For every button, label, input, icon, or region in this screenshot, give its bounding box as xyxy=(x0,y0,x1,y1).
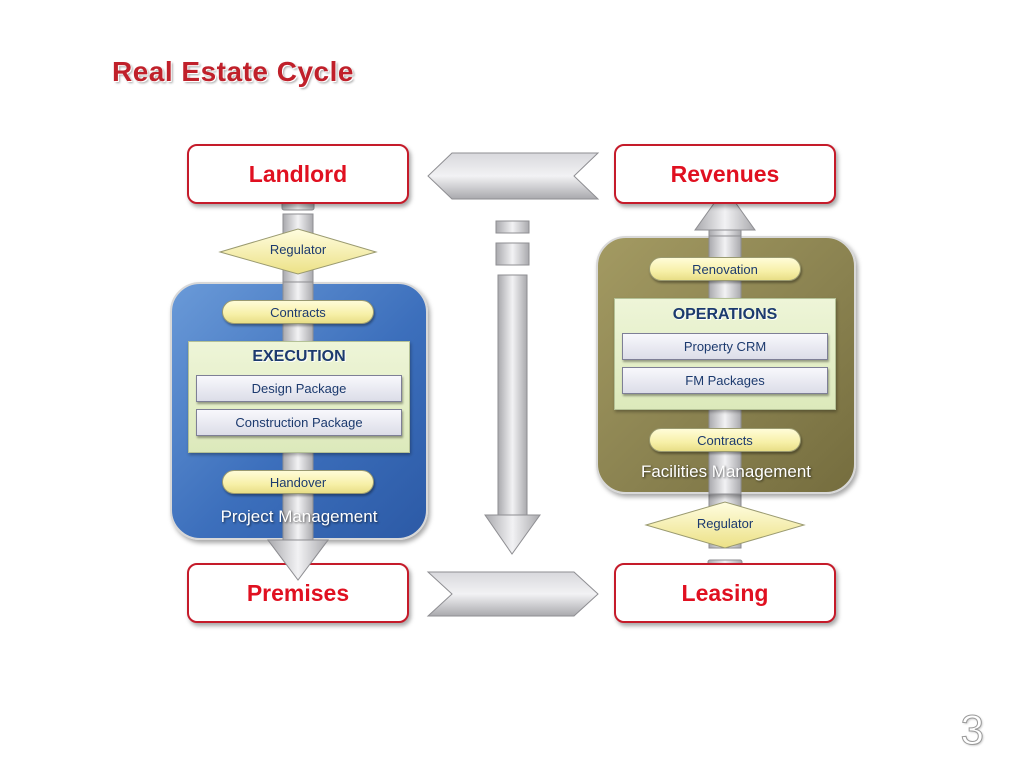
leasing-box: Leasing xyxy=(614,563,836,623)
regulator-label-right: Regulator xyxy=(696,516,754,531)
contracts-pill-right: Contracts xyxy=(649,428,801,452)
renovation-pill: Renovation xyxy=(649,257,801,281)
fm-packages-box: FM Packages xyxy=(622,367,828,394)
contracts-pill-left: Contracts xyxy=(222,300,374,324)
execution-title: EXECUTION xyxy=(252,348,346,365)
premises-box: Premises xyxy=(187,563,409,623)
facilities-management-label: Facilities Management xyxy=(640,462,812,481)
operations-title: OPERATIONS xyxy=(672,306,778,323)
arrow-premises-to-leasing xyxy=(426,571,599,617)
regulator-label-left: Regulator xyxy=(269,242,327,257)
property-crm-box: Property CRM xyxy=(622,333,828,360)
arrow-center-down xyxy=(484,220,541,555)
arrow-revenues-to-landlord xyxy=(427,152,600,200)
construction-package-box: Construction Package xyxy=(196,409,402,436)
project-management-label: Project Management xyxy=(220,507,378,526)
page-number: 3 xyxy=(960,706,984,754)
page-title: Real Estate Cycle xyxy=(112,56,354,87)
design-package-box: Design Package xyxy=(196,375,402,402)
landlord-box: Landlord xyxy=(187,144,409,204)
revenues-box: Revenues xyxy=(614,144,836,204)
handover-pill: Handover xyxy=(222,470,374,494)
